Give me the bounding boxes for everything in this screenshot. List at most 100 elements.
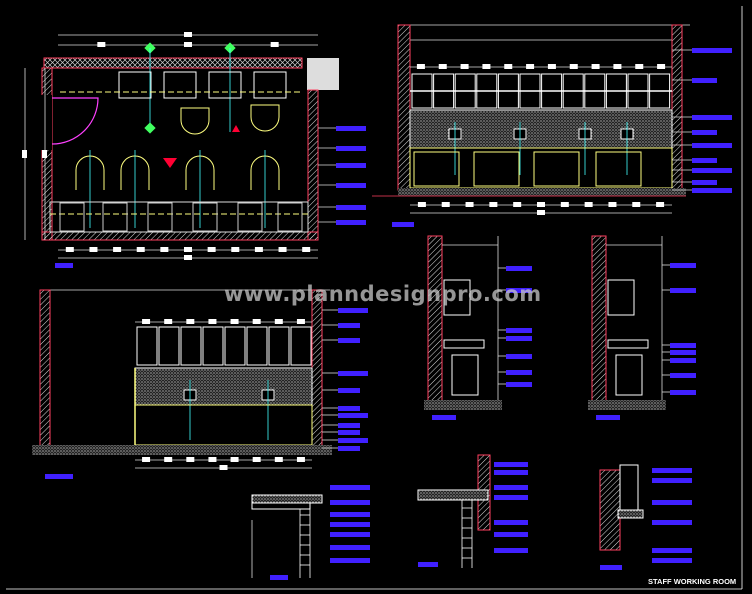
- elev2-dim-cabinet-value: [252, 319, 261, 324]
- elev2-dim-cabinet-value: [274, 319, 283, 324]
- annotation-label: [692, 143, 732, 148]
- annotation-label: [692, 168, 732, 173]
- elev1-dim-cabinet-value: [657, 64, 666, 69]
- elev1-dim-cabinet-value: [613, 64, 622, 69]
- elev1-dim-bottom-value: [608, 202, 617, 207]
- plan-desk-unit: [102, 202, 128, 232]
- section-b-floor: [588, 400, 666, 410]
- plan-light-symbol: [144, 122, 156, 134]
- annotation-label: [692, 48, 732, 53]
- elev1-drawer-unit: [473, 151, 520, 187]
- elev2-dim-bottom-value: [164, 457, 173, 462]
- detail1-ledge: [251, 502, 311, 510]
- elev2-dim-bottom-value: [208, 457, 217, 462]
- elev1-dim-bottom-value: [560, 202, 569, 207]
- plan-dim-top-value: [97, 42, 106, 47]
- annotation-label: [506, 336, 532, 341]
- elev1-drawer-unit: [533, 151, 580, 187]
- section-b-chair: [615, 354, 643, 396]
- annotation-label: [330, 512, 370, 517]
- annotation-label: [692, 188, 732, 193]
- annotation-label: [336, 205, 366, 210]
- detail1-top: [251, 494, 323, 504]
- annotation-label: [330, 545, 370, 550]
- section-a-upper-cabinet: [443, 279, 471, 316]
- plan-wall-cabinet: [208, 71, 242, 99]
- annotation-label: [494, 495, 528, 500]
- annotation-label: [652, 468, 692, 473]
- elev1-dim-bottom-value: [417, 202, 426, 207]
- elev2-floor: [32, 445, 332, 455]
- annotation-label: [692, 130, 717, 135]
- annotation-label: [338, 406, 360, 411]
- elev2-textured-panel: [134, 367, 313, 406]
- annotation-label: [338, 413, 368, 418]
- annotation-label: [692, 115, 732, 120]
- elev2-dim-cabinet-value: [186, 319, 195, 324]
- plan-dim-bottom-value: [207, 247, 216, 252]
- elev1-dim-cabinet-value: [438, 64, 447, 69]
- plan-dim-bottom-value: [302, 247, 311, 252]
- elev1-dim-bottom-value: [656, 202, 665, 207]
- annotation-label: [652, 478, 692, 483]
- elev1-dim-cabinet-value: [547, 64, 556, 69]
- section-b-upper-cabinet: [607, 279, 635, 316]
- plan-chair-top: [250, 104, 280, 132]
- elev1-dim-bottom-value: [513, 202, 522, 207]
- plan-dim-bottom-value: [184, 247, 192, 252]
- elev1-dim-cabinet-value: [591, 64, 600, 69]
- elev2-dim-bottom-value: [274, 457, 283, 462]
- annotation-label: [336, 163, 366, 168]
- annotation-label: [330, 558, 370, 563]
- elev1-dim-bottom-value: [465, 202, 474, 207]
- elev2-wall-left: [39, 289, 51, 449]
- annotation-label: [338, 338, 360, 343]
- plan-elevation-marker: [163, 158, 177, 168]
- annotation-label: [506, 354, 532, 359]
- plan-wall-bottom: [41, 231, 319, 241]
- annotation-label: [652, 520, 692, 525]
- section-a-desk-top: [443, 339, 485, 349]
- elev1-wall-left: [397, 24, 411, 191]
- elev1-drawer-unit: [595, 151, 642, 187]
- annotation-label: [670, 390, 696, 395]
- annotation-label: [506, 370, 532, 375]
- elev1-caption: [392, 222, 414, 227]
- elev2-dim-cabinet-value: [142, 319, 151, 324]
- elev2-dim-bottom-value: [296, 457, 305, 462]
- section-a-chair: [451, 354, 479, 396]
- elev1-dim-bottom-value: [489, 202, 498, 207]
- annotation-label: [670, 343, 696, 348]
- annotation-label: [330, 485, 370, 490]
- section-b-desk-top: [607, 339, 649, 349]
- elev1-dim-cabinet-value: [504, 64, 513, 69]
- section-a-floor: [424, 400, 502, 410]
- plan-dim-bottom-value: [254, 247, 263, 252]
- annotation-label: [692, 78, 717, 83]
- elev2-dim-cabinet-value: [208, 319, 217, 324]
- annotation-label: [336, 220, 366, 225]
- plan-dim-bottom-value: [113, 247, 122, 252]
- annotation-label: [336, 146, 366, 151]
- annotation-label: [338, 371, 368, 376]
- plan-desk-unit: [59, 202, 85, 232]
- plan-dim-top-value: [270, 42, 279, 47]
- detail2-countertop: [417, 489, 489, 501]
- annotation-label: [652, 548, 692, 553]
- annotation-label: [692, 180, 717, 185]
- elev1-dim-cabinet-value: [416, 64, 425, 69]
- section-a-wall: [427, 235, 443, 405]
- plan-desk-unit: [237, 202, 263, 232]
- elev1-drawer-unit: [413, 151, 460, 187]
- elev2-dim-bottom-value: [142, 457, 151, 462]
- plan-column: [307, 58, 339, 90]
- elev2-dim-cabinet-value: [230, 319, 239, 324]
- section-b-wall: [591, 235, 607, 405]
- elev1-dim-total-value: [537, 210, 545, 215]
- plan-dim-bottom-value: [65, 247, 74, 252]
- elev1-dim-bottom-value: [441, 202, 450, 207]
- plan-desk-unit: [277, 202, 303, 232]
- detail3-shelf: [617, 509, 644, 519]
- plan-dim-value: [42, 150, 47, 158]
- annotation-label: [338, 430, 360, 435]
